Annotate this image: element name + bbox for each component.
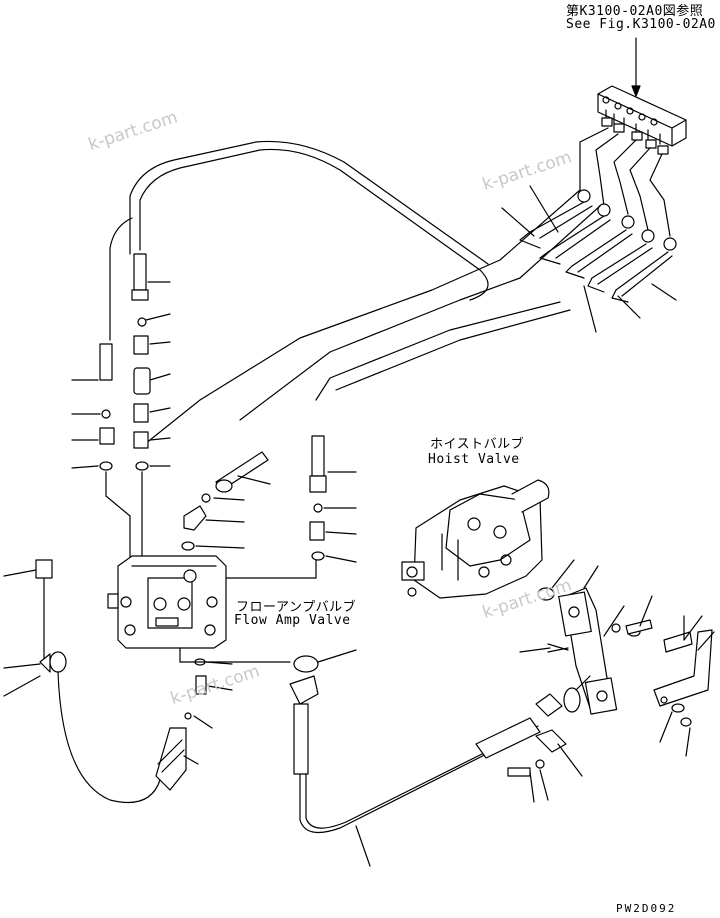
manifold-hoses [501,127,677,333]
hoist-valve-body [401,479,575,601]
middle-fittings [155,435,357,791]
flow-amp-valve-block [107,555,317,663]
reference-label-en: See Fig.K3100-02A0 [566,17,716,32]
flow-amp-valve-label-en: Flow Amp Valve [234,613,351,628]
left-fitting-stack [71,253,171,561]
flow-amp-valve-label-jp: フローアンプバルブ [236,600,357,615]
reference-arrow [631,37,641,97]
reference-label-jp: 第K3100-02A0図参照 [566,4,704,19]
manifold-block [597,85,687,155]
hoist-valve-fittings [507,565,715,803]
left-clamp [3,559,161,804]
long-pipe-runs [109,140,601,449]
hoist-hose [289,649,541,867]
hoist-valve-label-en: Hoist Valve [428,452,520,467]
hoist-valve-label-jp: ホイストバルブ [430,437,525,452]
drawing-code: PW2D092 [616,902,677,915]
